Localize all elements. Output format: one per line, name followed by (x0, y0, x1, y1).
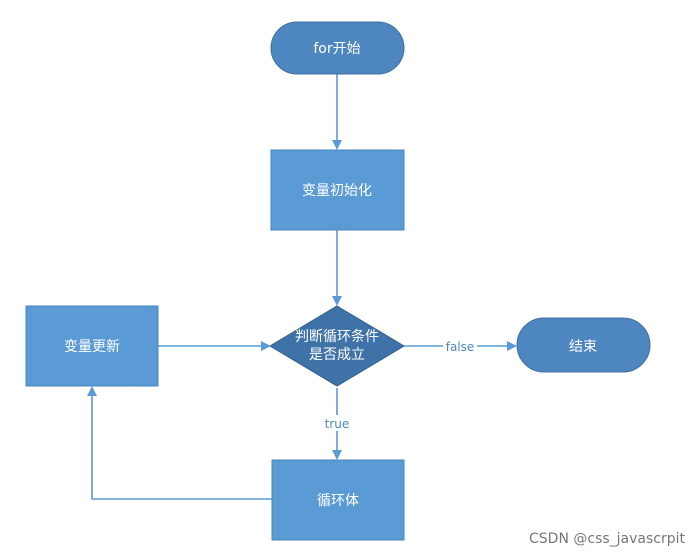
decision-node-label-line2: 是否成立 (309, 347, 365, 363)
init-node (270, 149, 405, 231)
decision-node (269, 305, 405, 387)
start-node-label: for开始 (313, 41, 360, 57)
update-node (25, 305, 159, 387)
false-edge-label: false (446, 340, 475, 354)
start-node (270, 21, 405, 75)
end-node (516, 317, 651, 373)
false-label-bg (443, 338, 477, 354)
watermark-text: CSDN @css_javascrpit (529, 531, 685, 547)
true-label-bg (320, 415, 354, 431)
body-node-label: 循环体 (317, 493, 359, 509)
body-node (271, 459, 405, 541)
decision-node-label-line1: 判断循环条件 (295, 328, 379, 345)
edge-body-to-update (87, 386, 272, 500)
update-node-label: 变量更新 (64, 339, 120, 355)
init-node-label: 变量初始化 (302, 182, 372, 199)
true-edge-label: true (325, 417, 350, 431)
end-node-label: 结束 (569, 339, 597, 355)
